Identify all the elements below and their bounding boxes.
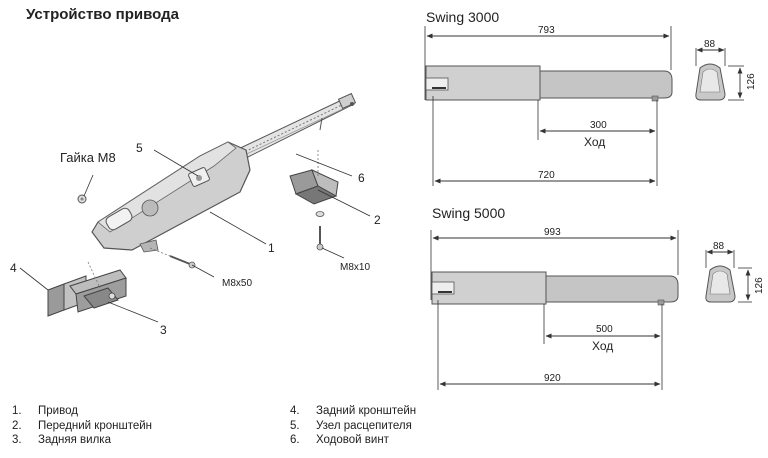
legend-item: 1. Привод (12, 404, 152, 419)
leader-6 (295, 153, 353, 177)
legend-item: 2. Передний кронштейн (12, 419, 152, 434)
dim-mount-3000: 720 (538, 170, 555, 181)
nut-label: Гайка М8 (60, 150, 116, 165)
front-bracket (289, 150, 345, 259)
callout-4: 4 (10, 261, 17, 275)
lead-screw (231, 92, 357, 161)
callout-3: 3 (160, 323, 167, 337)
leader-1 (209, 211, 267, 245)
dim-width-5000: 88 (713, 241, 725, 252)
swing-3000-drawing: Swing 3000 793 300 Ход 720 88 126 (424, 9, 757, 186)
legend-label: Передний кронштейн (38, 419, 153, 432)
legend-num: 4. (290, 405, 300, 417)
screw-m8x50 (149, 247, 215, 278)
swing-5000-drawing: Swing 5000 993 500 Ход 920 88 126 (430, 205, 765, 390)
callout-5: 5 (136, 141, 143, 155)
rear-fork (83, 261, 159, 323)
callout-2: 2 (374, 213, 381, 227)
parts-legend-right: 4. Задний кронштейн 5. Узел расцепителя 6.… (290, 404, 416, 448)
stroke-label-3000: Ход (584, 135, 605, 149)
stroke-label-5000: Ход (592, 339, 613, 353)
legend-label: Задний кронштейн (316, 405, 417, 417)
page-title: Устройство привода (26, 6, 179, 23)
exploded-view: 1 2 3 4 5 6 Гайка М8 M8x50 M8x10 (10, 92, 381, 337)
legend-num: 2. (12, 419, 22, 432)
dim-width-3000: 88 (704, 39, 716, 50)
legend-label: Узел расцепителя (316, 419, 412, 432)
leader-2 (317, 189, 371, 217)
dim-height-5000: 126 (754, 277, 765, 294)
dim-overall-5000: 993 (544, 227, 561, 238)
legend-item: 5. Узел расцепителя (290, 419, 416, 434)
model-name-5000: Swing 5000 (432, 205, 505, 221)
screw-label-front: M8x50 (222, 278, 252, 289)
leader-5 (153, 149, 199, 177)
dim-overall-3000: 793 (538, 25, 555, 36)
dim-stroke-5000: 500 (596, 324, 613, 335)
dim-stroke-3000: 300 (590, 120, 607, 131)
legend-item: 3. Задняя вилка (12, 433, 152, 448)
callout-1: 1 (268, 241, 275, 255)
dim-mount-5000: 920 (544, 373, 561, 384)
dim-height-3000: 126 (746, 73, 757, 90)
parts-legend-left: 1. Привод 2. Передний кронштейн 3. Задняя в… (12, 404, 152, 448)
actuator-body (91, 141, 251, 253)
legend-num: 5. (290, 419, 300, 432)
rear-bracket (19, 267, 127, 317)
legend-label: Задняя вилка (38, 434, 111, 446)
legend-item: 4. Задний кронштейн (290, 404, 416, 419)
legend-num: 1. (12, 405, 22, 417)
legend-label: Привод (38, 405, 78, 417)
nut-m8 (77, 174, 94, 204)
legend-item: 6. Ходовой винт (290, 433, 416, 448)
legend-num: 6. (290, 434, 300, 446)
legend-num: 3. (12, 434, 22, 446)
callout-6: 6 (358, 171, 365, 185)
screw-label-rear: M8x10 (340, 262, 370, 273)
model-name-3000: Swing 3000 (426, 9, 499, 25)
legend-label: Ходовой винт (316, 434, 389, 446)
